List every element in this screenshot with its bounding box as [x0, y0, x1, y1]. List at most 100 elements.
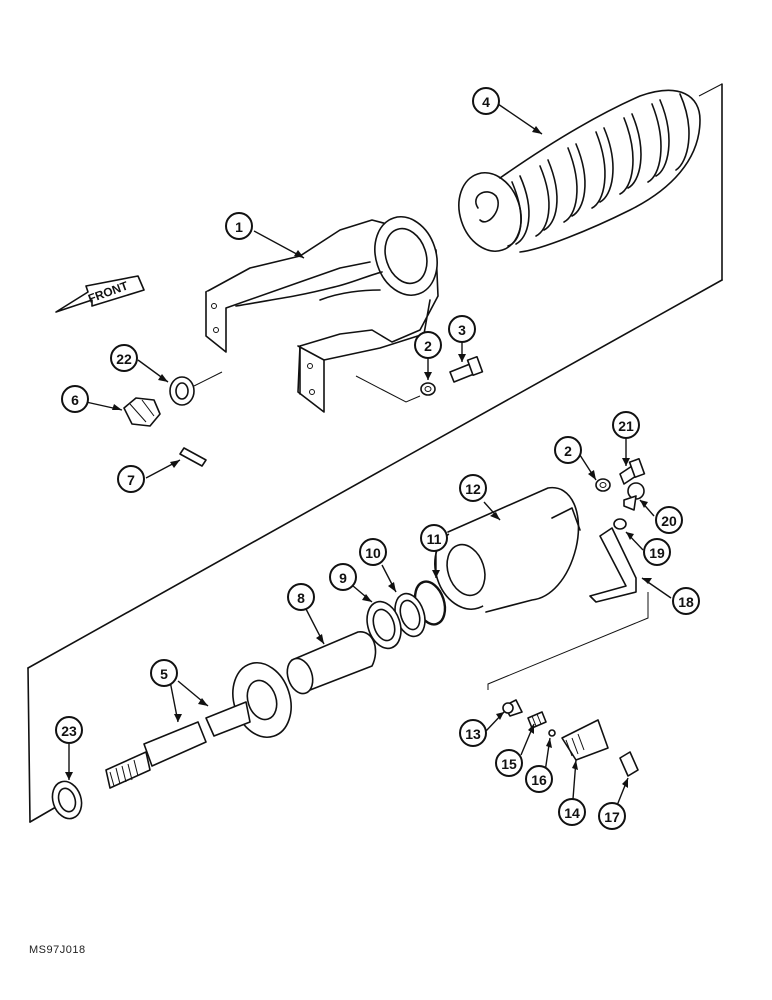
washer-23 [51, 780, 83, 820]
callout-circle [414, 331, 442, 359]
callout-11: 11 [420, 524, 448, 552]
callout-number: 17 [604, 809, 620, 825]
callout-number: 10 [365, 545, 381, 561]
callout-1: 1 [225, 212, 253, 240]
bracket-18 [487, 527, 649, 690]
callout-number: 21 [618, 418, 634, 434]
rod-5 [105, 662, 292, 789]
seal-9 [366, 600, 402, 650]
callout-circle [329, 563, 357, 591]
ball-16 [548, 729, 556, 737]
callout-number: 4 [482, 94, 490, 110]
callout-2: 2 [414, 331, 442, 359]
washer-19 [613, 518, 627, 530]
callout-number: 9 [339, 570, 347, 586]
callout-number: 8 [297, 590, 305, 606]
callout-14: 14 [558, 798, 586, 826]
callout-number: 3 [458, 322, 466, 338]
callout-number: 20 [661, 513, 677, 529]
callout-17: 17 [598, 802, 626, 830]
callout-number: 1 [235, 219, 243, 235]
callout-18: 18 [672, 587, 700, 615]
callout-number: 13 [465, 726, 481, 742]
callout-circle [558, 798, 586, 826]
callout-circle [420, 524, 448, 552]
callout-21: 21 [612, 411, 640, 439]
grease-fitting-17 [619, 751, 639, 777]
callout-number: 22 [116, 351, 132, 367]
grease-fitting-20 [623, 482, 645, 511]
callout-23: 23 [55, 716, 83, 744]
cylinder-12 [434, 486, 581, 613]
valve-parts [502, 699, 639, 777]
callout-circle [472, 87, 500, 115]
drawing-code: MS97J018 [29, 944, 86, 956]
callout-number: 15 [501, 756, 517, 772]
callout-circle [150, 659, 178, 687]
cotter-pin-7 [179, 447, 207, 467]
callout-circle [225, 212, 253, 240]
callout-number: 6 [71, 392, 79, 408]
callout-13: 13 [459, 719, 487, 747]
callout-circle [287, 583, 315, 611]
callout-4: 4 [472, 87, 500, 115]
callout-9: 9 [329, 563, 357, 591]
idler-yoke [205, 216, 439, 413]
callout-number: 7 [127, 472, 135, 488]
callout-10: 10 [359, 538, 387, 566]
leader-arrowheads [65, 126, 652, 788]
leader-lines [68, 103, 672, 814]
callout-circle [110, 344, 138, 372]
washer-22 [169, 371, 223, 406]
callout-15: 15 [495, 749, 523, 777]
callout-7: 7 [117, 465, 145, 493]
callout-circle [117, 465, 145, 493]
callout-22: 22 [110, 344, 138, 372]
callout-12: 12 [459, 474, 487, 502]
callout-number: 14 [564, 805, 580, 821]
callout-circle [61, 385, 89, 413]
callout-circle [612, 411, 640, 439]
callout-circle [359, 538, 387, 566]
callout-number: 2 [564, 443, 572, 459]
callout-circle [448, 315, 476, 343]
callout-circle [495, 749, 523, 777]
callout-circle [55, 716, 83, 744]
callout-number: 19 [649, 545, 665, 561]
assembly-plane-outline [27, 83, 723, 823]
piston-8 [286, 631, 377, 695]
callout-number: 5 [160, 666, 168, 682]
callout-number: 12 [465, 481, 481, 497]
castle-nut-6 [123, 397, 161, 427]
callout-circle [655, 506, 683, 534]
callout-2: 2 [554, 436, 582, 464]
bolt-21 [619, 457, 646, 485]
callout-circle [525, 765, 553, 793]
callout-8: 8 [287, 583, 315, 611]
callout-number: 18 [678, 594, 694, 610]
callout-number: 23 [61, 723, 77, 739]
callout-19: 19 [643, 538, 671, 566]
callout-circle [672, 587, 700, 615]
callout-20: 20 [655, 506, 683, 534]
callout-number: 11 [427, 531, 442, 547]
callout-5: 5 [150, 659, 178, 687]
callout-number: 16 [531, 772, 547, 788]
callout-3: 3 [448, 315, 476, 343]
washer-and-bolt-upper [355, 355, 484, 403]
callout-circle [459, 719, 487, 747]
callout-16: 16 [525, 765, 553, 793]
valve-body-14 [561, 719, 609, 761]
callout-6: 6 [61, 385, 89, 413]
callout-circle [554, 436, 582, 464]
recoil-spring [458, 89, 701, 253]
front-arrow: FRONT [55, 275, 145, 313]
callout-circle [598, 802, 626, 830]
callout-circle [459, 474, 487, 502]
washer-2-lower [595, 478, 611, 492]
callout-number: 2 [424, 338, 432, 354]
callout-circle [643, 538, 671, 566]
